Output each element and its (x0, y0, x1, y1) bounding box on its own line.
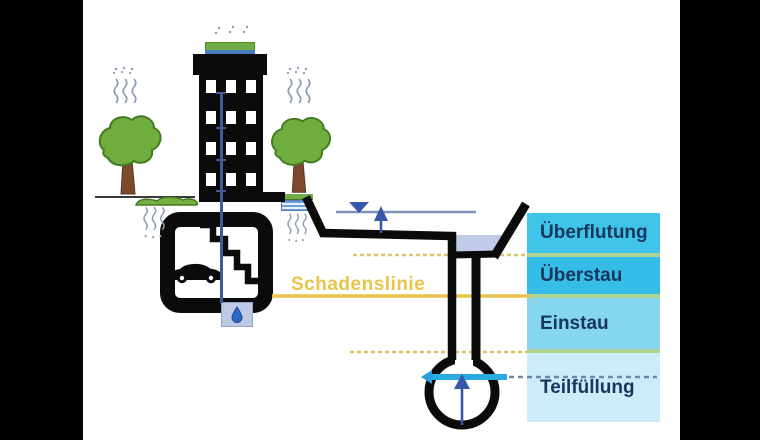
band-separator (527, 349, 660, 353)
window (226, 111, 236, 124)
window (226, 142, 236, 155)
rain-icon (112, 66, 137, 104)
water-surface-icon (336, 202, 476, 214)
window (246, 80, 256, 93)
street-profile-icon (302, 195, 530, 360)
car-icon (172, 263, 222, 284)
droplet-icon (231, 306, 243, 323)
ground-line (95, 196, 195, 198)
band-label: Überstau (540, 264, 623, 286)
building-icon (199, 74, 263, 194)
band-label: Teilfüllung (540, 376, 635, 398)
soakaway-box (221, 302, 253, 327)
downpipe-joint (216, 127, 226, 129)
window (206, 111, 216, 124)
downpipe-joint (216, 159, 226, 161)
tree-icon (98, 115, 162, 195)
roof-rain-icon (214, 25, 249, 35)
damage-line-label: Schadenslinie (291, 274, 426, 295)
downpipe-joint (216, 92, 226, 94)
green-verge (280, 194, 313, 200)
band-separator (527, 253, 660, 257)
stairs-icon (200, 221, 260, 285)
window (226, 80, 236, 93)
band-ueberflutung: Überflutung (527, 213, 660, 253)
downpipe-icon (220, 92, 223, 303)
window (246, 173, 256, 186)
shrub-icon (134, 196, 199, 206)
infiltration-rain-icon (143, 206, 165, 239)
guide-dashed-lines (350, 253, 527, 354)
band-einstau: Einstau (527, 298, 660, 349)
sewer-water-level (421, 370, 657, 384)
window (246, 142, 256, 155)
band-teilfuellung: Teilfüllung (527, 353, 660, 422)
window (246, 111, 256, 124)
sewer-fill-arrow (454, 374, 470, 425)
tree-icon (271, 117, 332, 193)
green-roof-icon (205, 42, 255, 50)
level-legend-panel: Überflutung Überstau Einstau Teilfüllung (527, 213, 660, 422)
pipe-opening (455, 354, 473, 368)
downpipe-joint (216, 190, 226, 192)
building-roof-cap (193, 54, 267, 75)
band-separator (527, 294, 660, 298)
band-label: Einstau (540, 312, 609, 334)
band-label: Überflutung (540, 222, 648, 243)
window (206, 80, 216, 93)
green-roof-drainage-layer (205, 50, 255, 55)
window (206, 173, 216, 186)
infiltration-rain-icon (287, 213, 307, 242)
rain-icon (286, 66, 311, 104)
window (206, 142, 216, 155)
flow-arrow-icon (421, 370, 432, 384)
street-level-arrow (374, 206, 388, 233)
band-ueberstau: Überstau (527, 257, 660, 294)
basin-water (454, 235, 505, 252)
window (226, 173, 236, 186)
building-base (199, 192, 285, 202)
